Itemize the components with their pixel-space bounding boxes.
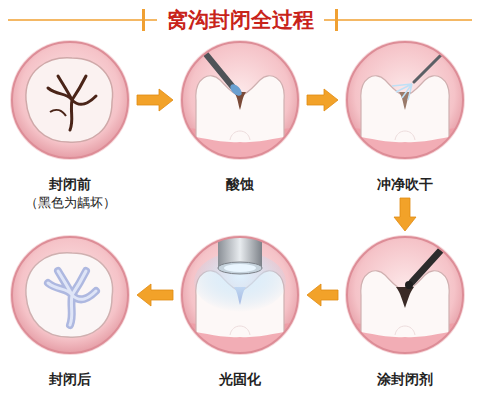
- step-circle: 封闭后: [6, 235, 134, 389]
- step-label: 封闭前: [6, 174, 134, 194]
- step-circle: 光固化: [176, 235, 304, 389]
- title-bar: 窝沟封闭全过程: [0, 6, 480, 34]
- flow-arrow: [307, 89, 338, 111]
- step-circle: 封闭前（黑色为龋坏）: [6, 40, 134, 212]
- diagram-title: 窝沟封闭全过程: [157, 6, 324, 34]
- flow-arrow: [137, 284, 173, 306]
- step-circle: 酸蚀: [176, 40, 304, 194]
- step-label: 光固化: [176, 369, 304, 389]
- step-label: 涂封闭剂: [341, 369, 469, 389]
- flow-arrow: [137, 89, 173, 111]
- step-label: 封闭后: [6, 369, 134, 389]
- step-note: （黑色为龋坏）: [6, 194, 134, 212]
- flow-arrow: [307, 284, 338, 306]
- flow-arrow: [394, 198, 416, 231]
- step-label: 冲净吹干: [341, 174, 469, 194]
- step-label: 酸蚀: [176, 174, 304, 194]
- step-circle: 冲净吹干: [341, 40, 469, 194]
- step-circle: 涂封闭剂: [341, 235, 469, 389]
